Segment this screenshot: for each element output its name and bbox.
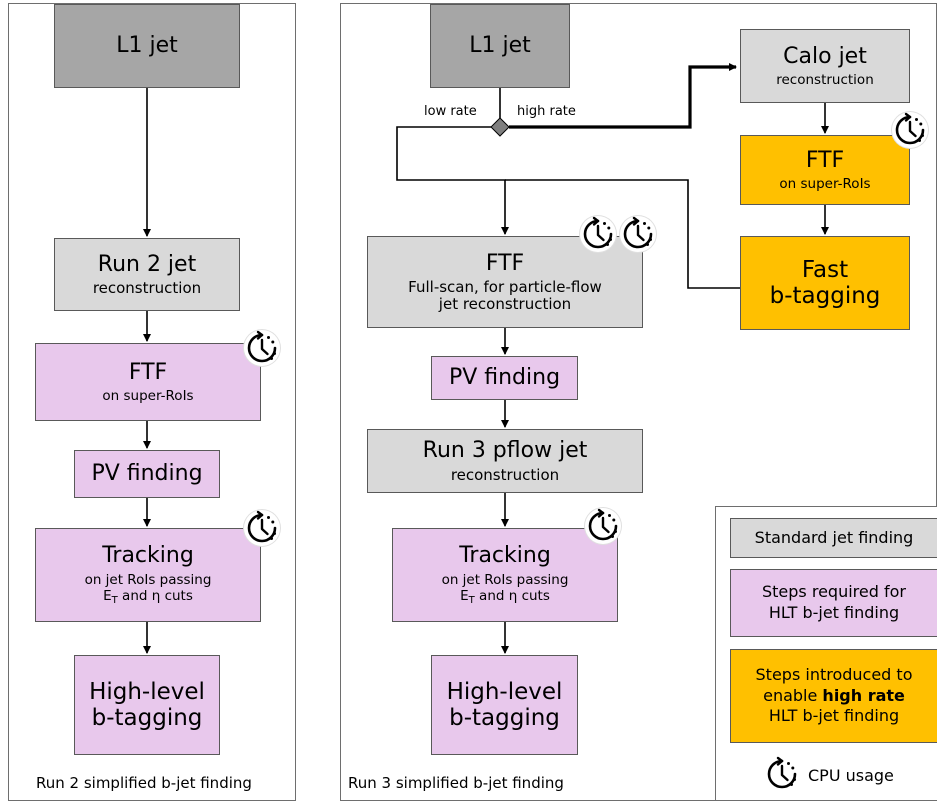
run2-ftf-title: FTF [128, 359, 168, 385]
run3-tracking-title: Tracking [459, 543, 551, 569]
run3-hl-btag-line2: b-tagging [449, 705, 560, 731]
run2-ftf-box: FTF on super-RoIs [35, 343, 261, 421]
legend-introduced-swatch: Steps introduced to enable high rate HLT… [730, 649, 937, 743]
run2-jet-reco-title: Run 2 jet [97, 251, 197, 277]
run3-ftf-super-sub: on super-RoIs [779, 175, 871, 192]
run3-pv-label: PV finding [448, 365, 561, 391]
run3-l1-jet-label: L1 jet [469, 33, 531, 59]
run3-calo-jet-title: Calo jet [783, 43, 867, 69]
run2-jet-reco-sub: reconstruction [92, 279, 202, 298]
run3-l1-jet-box: L1 jet [430, 4, 570, 88]
clock-icon [585, 508, 621, 544]
run3-high-rate-path [509, 63, 737, 129]
high-rate-label: high rate [517, 104, 576, 119]
clock-icon [580, 216, 616, 252]
run3-pflow-jet-box: Run 3 pflow jet reconstruction [367, 429, 643, 493]
run2-ftf-sub: on super-RoIs [102, 387, 194, 404]
run3-hl-btag-line1: High-level [446, 678, 563, 705]
legend-required-line1: Steps required for [762, 582, 906, 602]
run2-pv-box: PV finding [74, 450, 220, 498]
run3-fast-to-fullscan-path [505, 179, 740, 289]
legend-standard-swatch: Standard jet finding [730, 518, 937, 558]
run3-pv-box: PV finding [431, 356, 578, 400]
run2-pv-label: PV finding [91, 461, 203, 487]
clock-icon [244, 510, 280, 546]
legend-introduced-line2: enable high rate [763, 685, 905, 705]
run2-jet-reco-box: Run 2 jet reconstruction [54, 238, 240, 311]
run3-ftf-super-title: FTF [805, 147, 845, 173]
clock-icon [620, 216, 656, 252]
run2-tracking-title: Tracking [102, 543, 194, 569]
run3-caption: Run 3 simplified b-jet finding [348, 774, 564, 792]
legend-introduced-line1: Steps introduced to [755, 664, 913, 684]
run2-hl-btag-box: High-level b-tagging [74, 655, 220, 755]
legend-required-line2: HLT b-jet finding [768, 603, 900, 622]
clock-icon [244, 330, 280, 366]
run3-hl-btag-box: High-level b-tagging [431, 655, 578, 755]
run3-pflow-jet-sub: reconstruction [450, 465, 560, 484]
run3-fast-btag-line2: b-tagging [769, 283, 881, 309]
low-rate-label: low rate [424, 104, 477, 119]
run3-tracking-sub2: ET and η cuts [460, 588, 550, 607]
legend-required-swatch: Steps required for HLT b-jet finding [730, 569, 937, 637]
run2-hl-btag-line1: High-level [89, 678, 205, 705]
run3-calo-jet-sub: reconstruction [776, 71, 874, 88]
run3-pflow-jet-title: Run 3 pflow jet [422, 438, 588, 464]
legend-cpu-label: CPU usage [808, 766, 894, 785]
run3-ftf-fullscan-sub1: Full-scan, for particle-flow [408, 277, 602, 296]
legend-introduced-line3: HLT b-jet finding [768, 706, 900, 726]
run3-tracking-box: Tracking on jet RoIs passing ET and η cu… [392, 528, 618, 622]
run3-fast-btag-box: Fast b-tagging [740, 236, 910, 330]
run3-low-rate-path [396, 126, 509, 235]
run3-calo-jet-box: Calo jet reconstruction [740, 29, 910, 103]
run3-fast-btag-line1: Fast [801, 256, 849, 283]
run2-l1-jet-label: L1 jet [116, 33, 178, 59]
run2-caption: Run 2 simplified b-jet finding [36, 774, 252, 792]
run2-tracking-box: Tracking on jet RoIs passing ET and η cu… [35, 528, 261, 622]
clock-icon [892, 112, 928, 148]
run3-ftf-fullscan-title: FTF [485, 250, 525, 276]
run3-tracking-sub1: on jet RoIs passing [441, 571, 569, 588]
run3-ftf-fullscan-sub2: jet reconstruction [438, 295, 572, 314]
rate-split-diamond [490, 117, 510, 137]
clock-icon [764, 756, 800, 792]
run2-hl-btag-line2: b-tagging [91, 705, 203, 731]
run2-tracking-sub2: ET and η cuts [103, 588, 193, 607]
run2-l1-jet-box: L1 jet [54, 4, 240, 88]
legend-standard-label: Standard jet finding [754, 527, 914, 547]
run3-ftf-super-box: FTF on super-RoIs [740, 135, 910, 205]
run2-tracking-sub1: on jet RoIs passing [84, 571, 212, 588]
